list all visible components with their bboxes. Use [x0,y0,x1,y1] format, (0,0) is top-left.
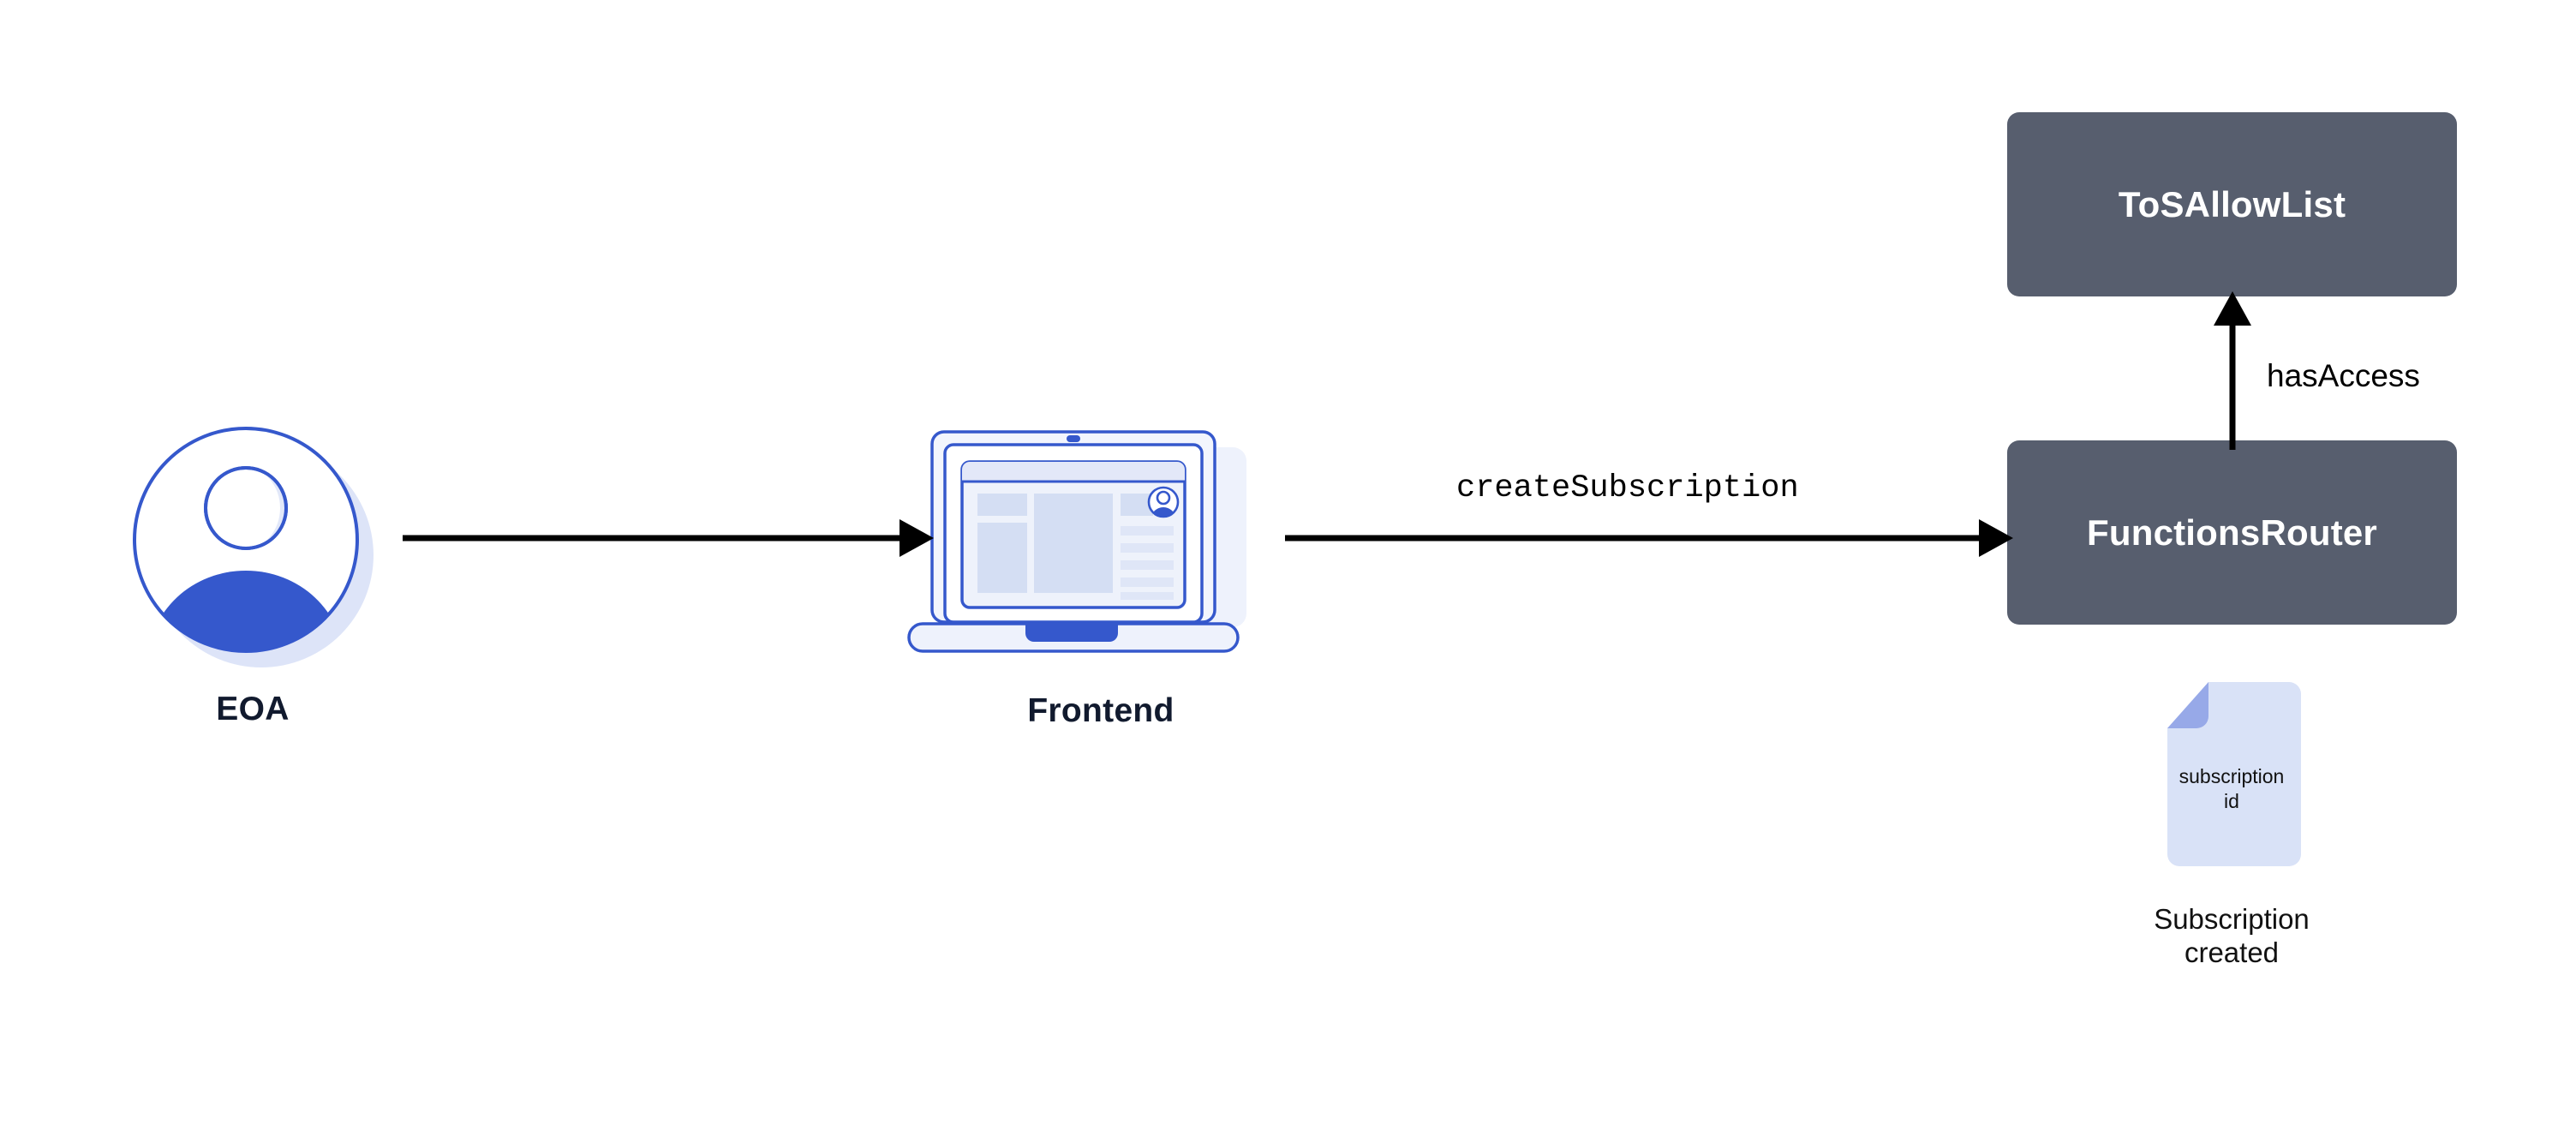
edge-label-create-subscription: createSubscription [1456,470,1799,506]
node-functions-router[interactable]: FunctionsRouter [2007,440,2457,625]
node-eoa[interactable]: EOA [124,420,381,728]
edge-frontend-to-functions-router [1285,519,2013,557]
frontend-laptop-wrapper [904,422,1298,675]
user-avatar-icon [133,427,374,667]
document-icon [2167,682,2301,866]
node-frontend[interactable]: Frontend [904,422,1298,730]
doc-caption-line-2: created [2184,937,2280,968]
node-subscription-document[interactable]: subscription id Subscription created [2116,677,2347,969]
edge-eoa-to-frontend [403,519,934,557]
eoa-avatar-wrapper [126,420,380,673]
doc-caption-line-1: Subscription [2154,903,2310,935]
node-eoa-label: EOA [216,691,290,727]
laptop-icon [907,430,1246,653]
subscription-doc-wrapper: subscription id [2150,677,2313,878]
node-functions-router-label: FunctionsRouter [2087,512,2377,553]
edge-label-has-access: hasAccess [2267,358,2420,393]
node-frontend-label: Frontend [1027,692,1174,729]
node-tos-allowlist-label: ToSAllowList [2118,183,2346,224]
node-tos-allowlist[interactable]: ToSAllowList [2007,112,2457,296]
edge-functions-router-to-tos-allowlist [2214,291,2251,450]
screen-avatar-icon [1147,486,1180,518]
subscription-doc-caption: Subscription created [2116,902,2347,969]
